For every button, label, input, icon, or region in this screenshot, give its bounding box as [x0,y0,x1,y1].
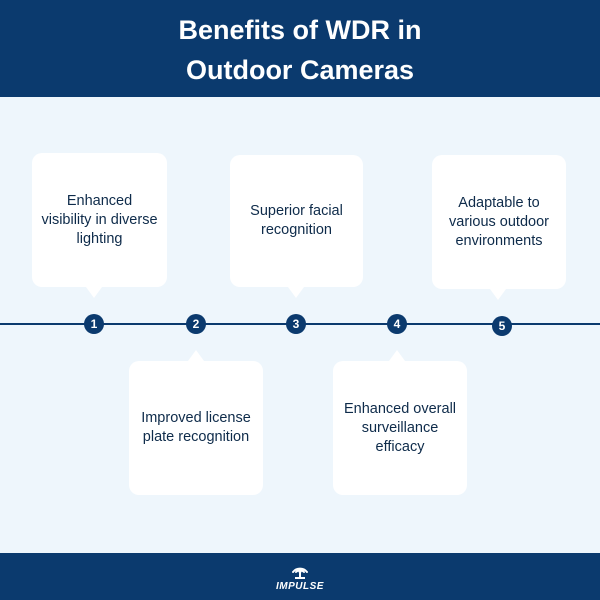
header-banner: Benefits of WDR in Outdoor Cameras [0,0,600,97]
benefit-card-3: Superior facial recognition [230,155,363,287]
benefit-card-2-pointer [188,350,204,361]
timeline-node-4: 4 [387,314,407,334]
broadcast-tower-icon [292,567,308,579]
benefit-text-2: Improved license plate recognition [141,410,251,445]
benefit-card-5-pointer [490,289,506,300]
brand-logo-text: IMPULSE [276,581,324,592]
page-title: Benefits of WDR in Outdoor Cameras [178,14,422,85]
benefit-card-1: Enhanced visibility in diverse lighting [32,153,167,287]
benefit-text-5: Adaptable to various outdoor environment… [449,194,549,249]
benefit-card-4: Enhanced overall surveillance efficacy [333,361,467,495]
benefit-text-3: Superior facial recognition [250,203,343,238]
benefit-card-5: Adaptable to various outdoor environment… [432,155,566,289]
timeline-node-2: 2 [186,314,206,334]
benefit-text-4: Enhanced overall surveillance efficacy [343,400,457,455]
benefit-card-3-pointer [288,287,304,298]
benefit-card-2: Improved license plate recognition [129,361,263,495]
timeline-node-5: 5 [492,316,512,336]
benefit-card-4-pointer [389,350,405,361]
benefit-card-1-pointer [86,287,102,298]
timeline-node-3: 3 [286,314,306,334]
timeline-node-1: 1 [84,314,104,334]
benefit-text-1: Enhanced visibility in diverse lighting [41,192,158,247]
